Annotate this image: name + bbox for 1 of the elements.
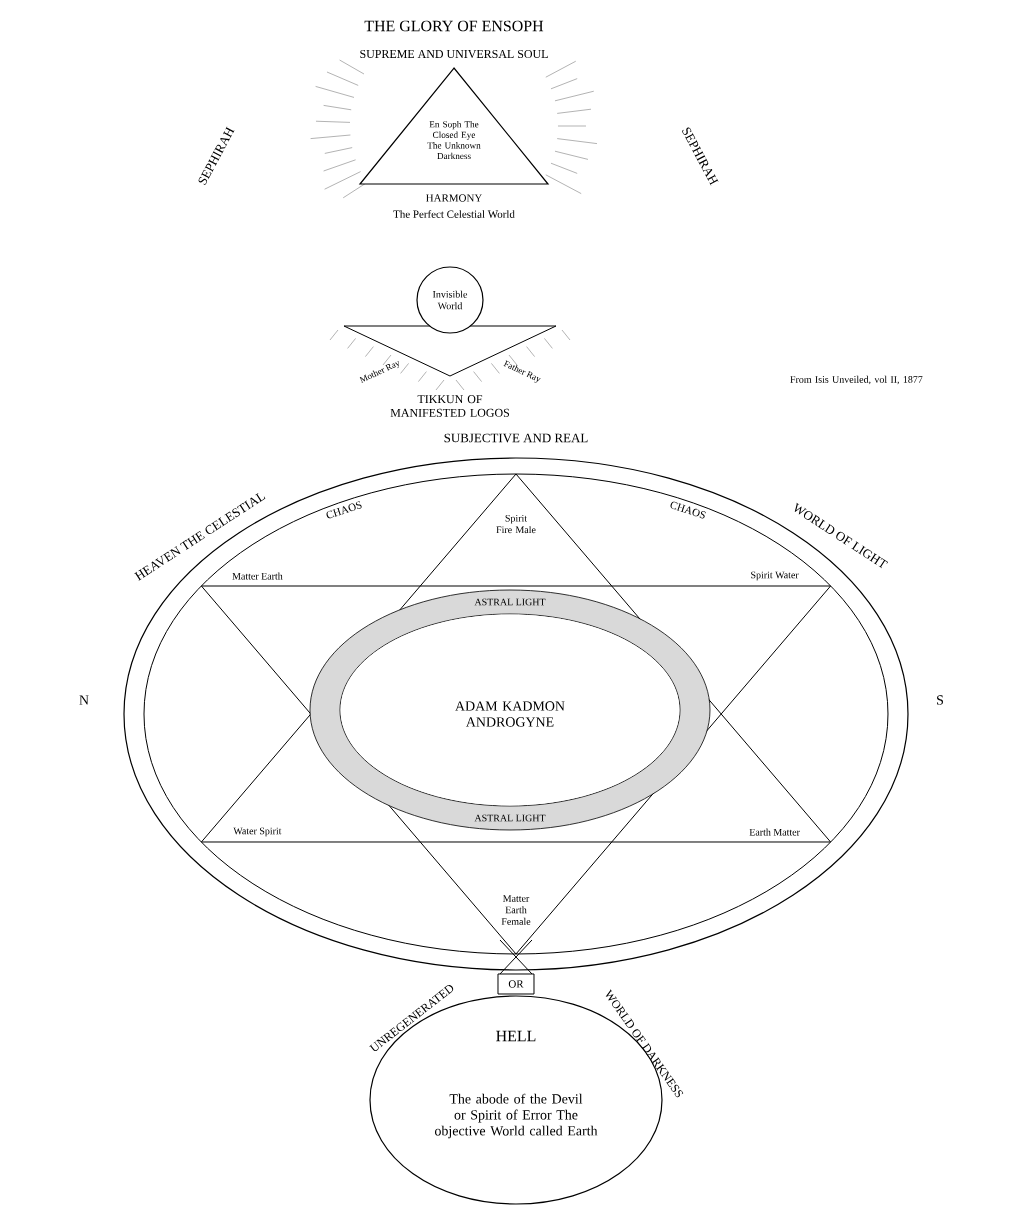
astral-ring (309, 589, 711, 831)
